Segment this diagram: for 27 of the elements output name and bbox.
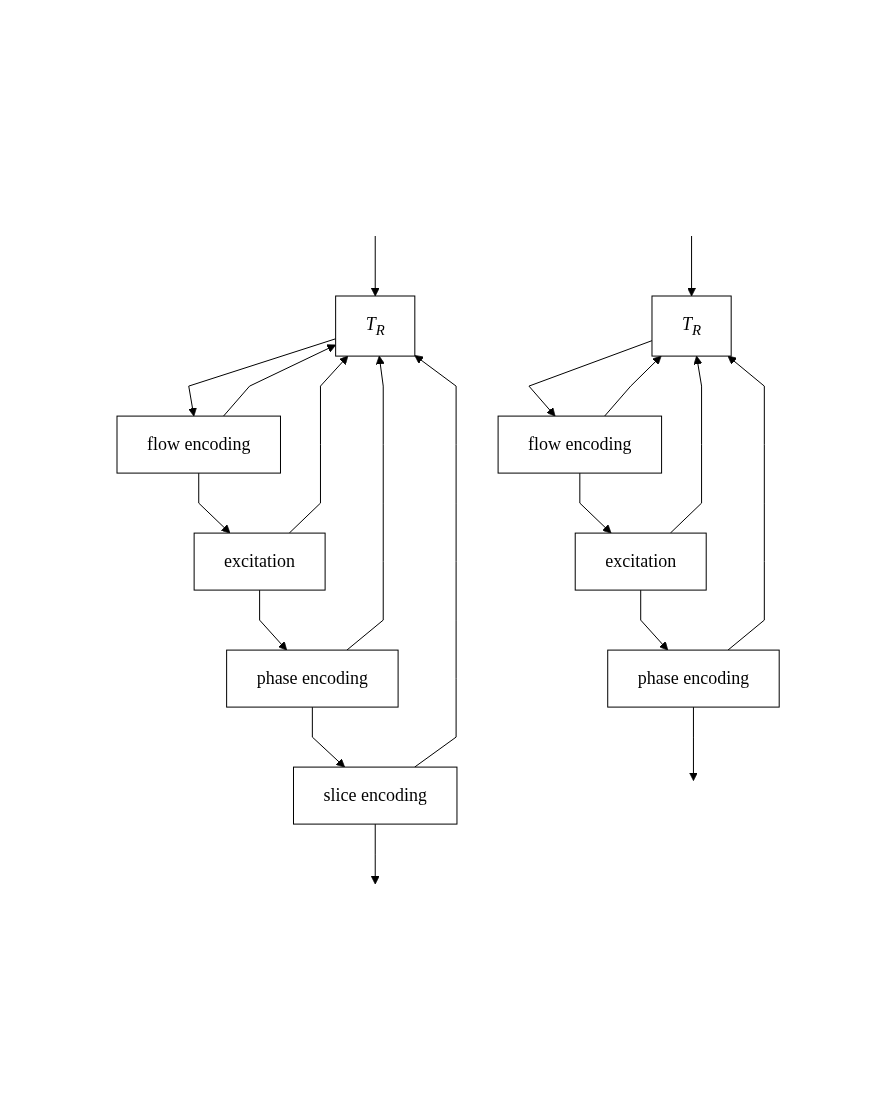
arrow [370,823,380,885]
arrow [688,706,698,781]
arrow [198,472,231,534]
arrow [222,344,336,417]
arrow [528,340,653,417]
arrow [288,355,349,534]
node-box: slice encoding [292,766,458,825]
arrow [188,338,337,417]
node-box: phase encoding [226,649,399,708]
arrow [370,235,380,297]
arrow [669,355,703,534]
node-box: excitation [574,532,707,591]
arrow [311,706,345,768]
node-box: T$_{R}$ [335,295,416,357]
arrow [604,355,662,417]
node-box: flow encoding [497,415,662,474]
arrow [640,589,669,651]
node-box: flow encoding [116,415,281,474]
arrow [727,355,765,651]
node-box: phase encoding [607,649,780,708]
arrow [259,589,287,651]
arrow [346,355,385,651]
arrow [579,472,612,534]
arrow [414,355,457,768]
arrow [687,235,696,297]
node-box: excitation [193,532,326,591]
node-box: T$_{R}$ [651,295,732,357]
